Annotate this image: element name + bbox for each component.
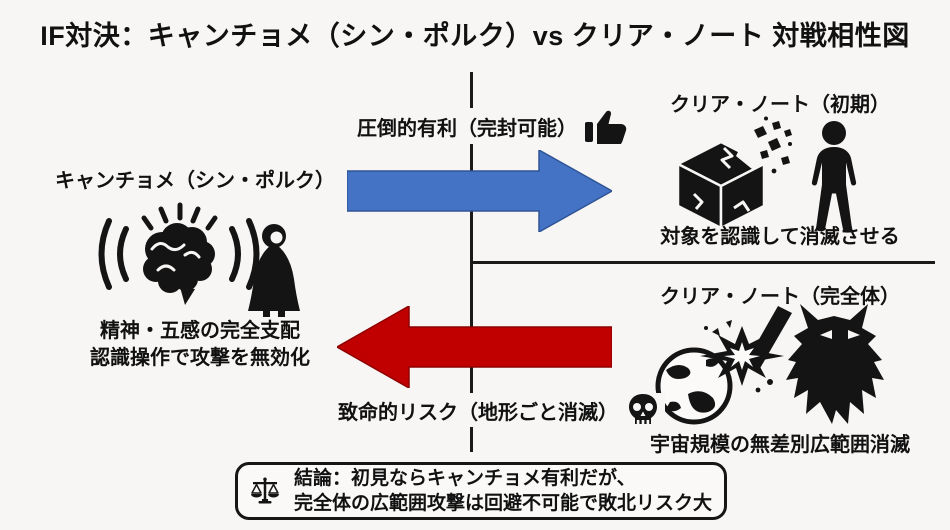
risk-arrow-label: 致命的リスク（地形ごと消滅） xyxy=(338,401,618,424)
standing-person-icon xyxy=(811,121,857,232)
conclusion-box: 結論：初見ならキャンチョメ有利だが、 完全体の広範囲攻撃は回避不可能で敗北リスク… xyxy=(235,462,727,520)
left-character-name: キャンチョメ（シン・ポルク） xyxy=(55,170,335,192)
left-character-ability: 精神・五感の完全支配 認識操作で攻撃を無効化 xyxy=(55,318,345,372)
risk-arrow xyxy=(337,306,612,388)
conclusion-line1: 結論：初見ならキャンチョメ有利だが、 xyxy=(293,468,636,489)
balance-scale-icon xyxy=(250,477,279,504)
left-ability-line1: 精神・五感の完全支配 xyxy=(100,320,300,342)
conclusion-text: 結論：初見ならキャンチョメ有利だが、 完全体の広範囲攻撃は回避不可能で敗北リスク… xyxy=(294,466,712,516)
brain-waves-icon xyxy=(98,202,260,305)
advantage-arrow-label-row: 圧倒的有利（完封可能） xyxy=(352,108,634,144)
left-ability-line2: 認識操作で攻撃を無効化 xyxy=(90,347,310,369)
thumbs-up-icon xyxy=(585,110,627,144)
advantage-arrow xyxy=(347,150,612,232)
conclusion-line2: 完全体の広範囲攻撃は回避不可能で敗北リスク大 xyxy=(293,493,712,514)
risk-arrow-label-row: 致命的リスク（地形ごと消滅） xyxy=(333,393,665,427)
center-vertical-divider xyxy=(470,72,473,452)
right-bottom-character-name: クリア・ノート（完全体） xyxy=(660,286,900,308)
right-top-character-name: クリア・ノート（初期） xyxy=(670,94,890,116)
right-bottom-character-ability: 宇宙規模の無差別広範囲消滅 xyxy=(650,434,910,456)
cloaked-figure-icon xyxy=(248,224,300,317)
earth-impact-icon xyxy=(655,306,792,425)
skull-icon xyxy=(629,394,657,424)
shattering-cube-icon xyxy=(675,116,792,231)
page-title: IF対決：キャンチョメ（シン・ポルク）vs クリア・ノート 対戦相性図 xyxy=(40,21,910,51)
advantage-arrow-label: 圧倒的有利（完封可能） xyxy=(357,117,577,140)
right-top-character-ability: 対象を認識して消滅させる xyxy=(660,226,900,248)
right-horizontal-divider xyxy=(473,261,935,264)
demon-monster-icon xyxy=(786,304,884,424)
